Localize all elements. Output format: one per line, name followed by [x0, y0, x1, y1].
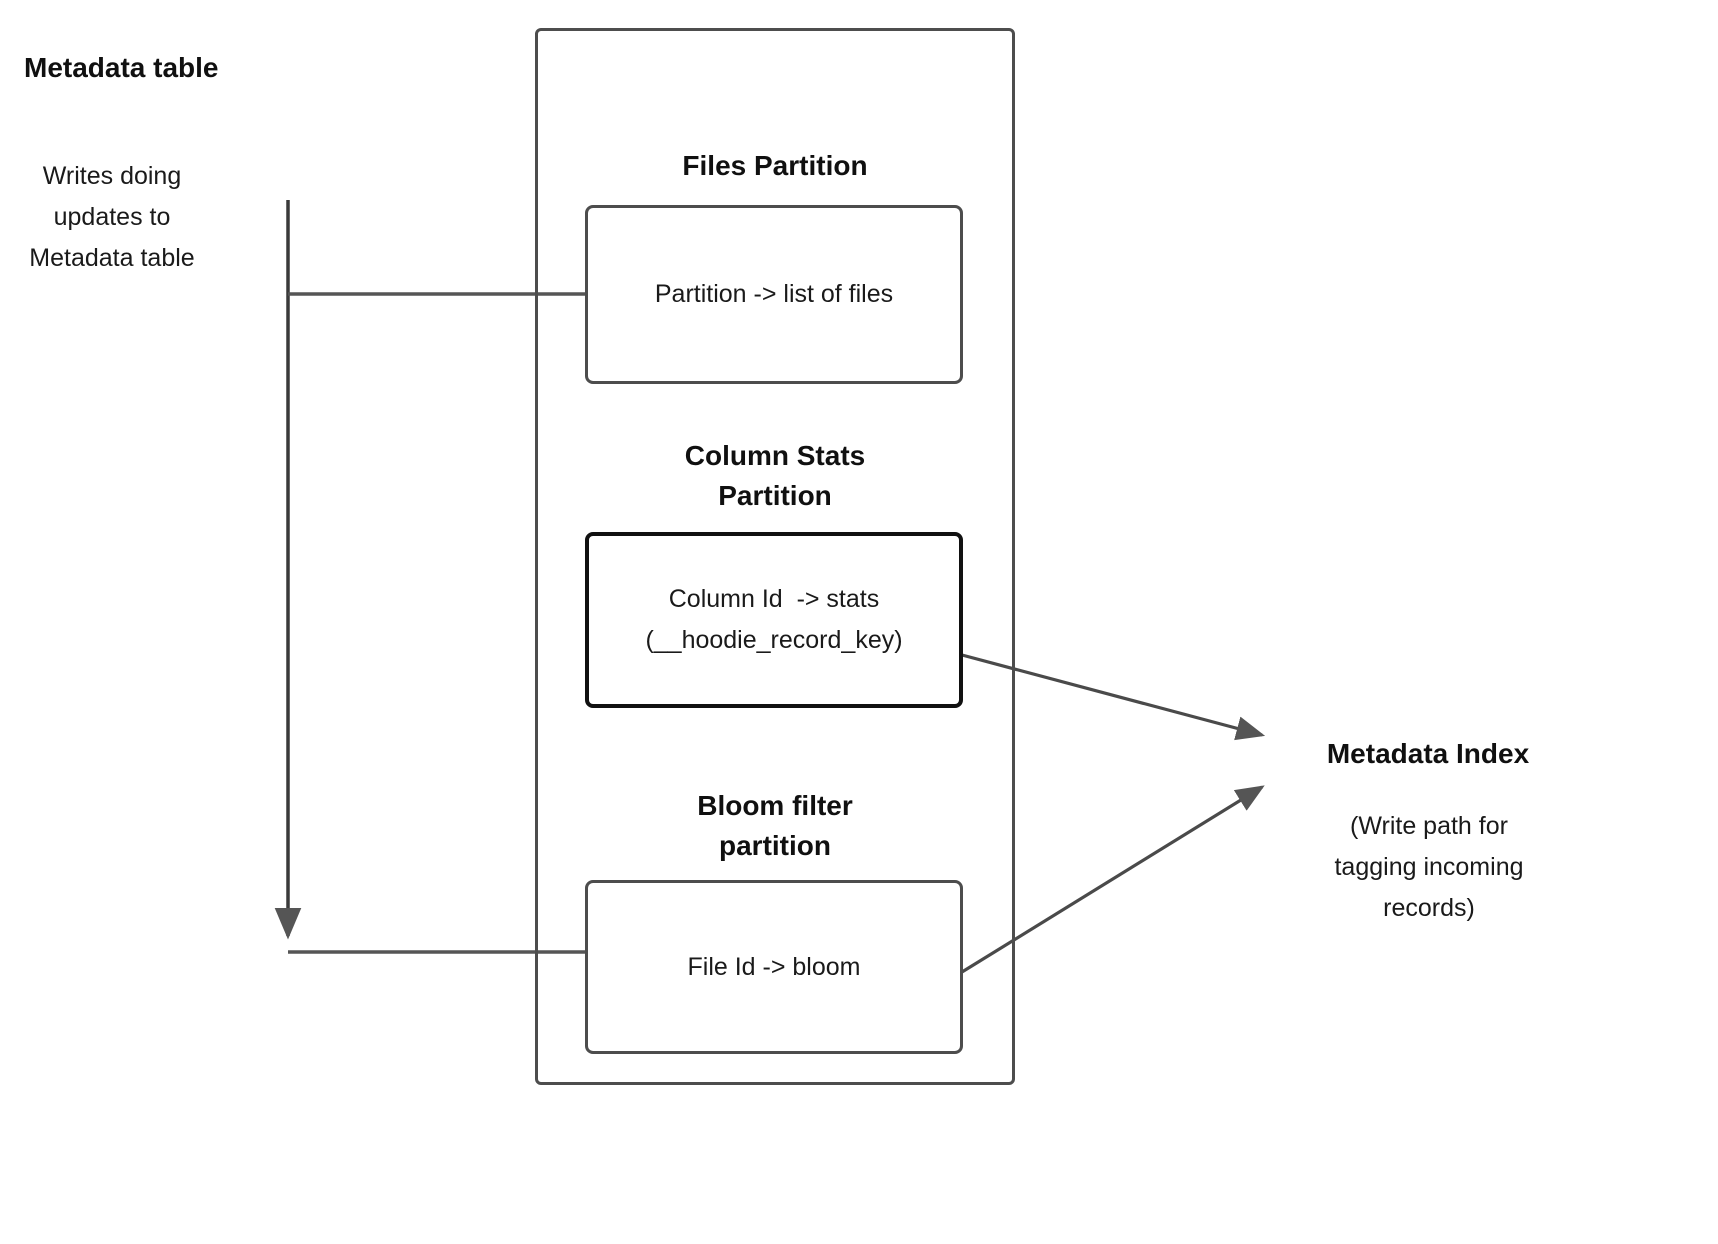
writes-caption-line-1: Writes doing [42, 162, 182, 190]
metadata-index-caption-line-3: records) [1383, 894, 1475, 922]
column-stats-partition-heading-line-2: Partition [718, 480, 832, 511]
writes-caption-line-3: Metadata table [29, 244, 195, 272]
column-stats-partition-heading: Column Stats Partition [535, 436, 1015, 516]
metadata-index-caption-line-2: tagging incoming [1334, 853, 1524, 881]
files-partition-box[interactable]: Partition -> list of files [585, 205, 963, 384]
bloom-filter-partition-heading: Bloom filter partition [535, 786, 1015, 866]
writes-caption: Writes doing updates to Metadata table [12, 156, 212, 279]
bloom-filter-partition-box[interactable]: File Id -> bloom [585, 880, 963, 1054]
column-stats-partition-box-line-2: (__hoodie_record_key) [645, 626, 903, 654]
metadata-index-caption: (Write path for tagging incoming records… [1293, 806, 1565, 929]
files-partition-box-line-1: Partition -> list of files [654, 280, 894, 308]
bloom-filter-partition-box-line-1: File Id -> bloom [687, 952, 861, 981]
metadata-table-title: Metadata table [24, 52, 219, 83]
column-stats-partition-box[interactable]: Column Id -> stats (__hoodie_record_key) [585, 532, 963, 708]
files-partition-heading: Files Partition [535, 146, 1015, 186]
bloom-filter-partition-heading-line-2: partition [719, 830, 831, 861]
column-stats-partition-box-line-1: Column Id -> stats [668, 585, 880, 613]
metadata-table-container [535, 28, 1015, 1085]
bloom-filter-partition-heading-line-1: Bloom filter [697, 790, 853, 821]
files-partition-heading-line-1: Files Partition [682, 150, 868, 181]
writes-caption-line-2: updates to [53, 203, 171, 231]
column-stats-partition-heading-line-1: Column Stats [684, 440, 866, 471]
metadata-index-title: Metadata Index [1326, 738, 1530, 769]
metadata-index-caption-line-1: (Write path for [1350, 812, 1508, 840]
